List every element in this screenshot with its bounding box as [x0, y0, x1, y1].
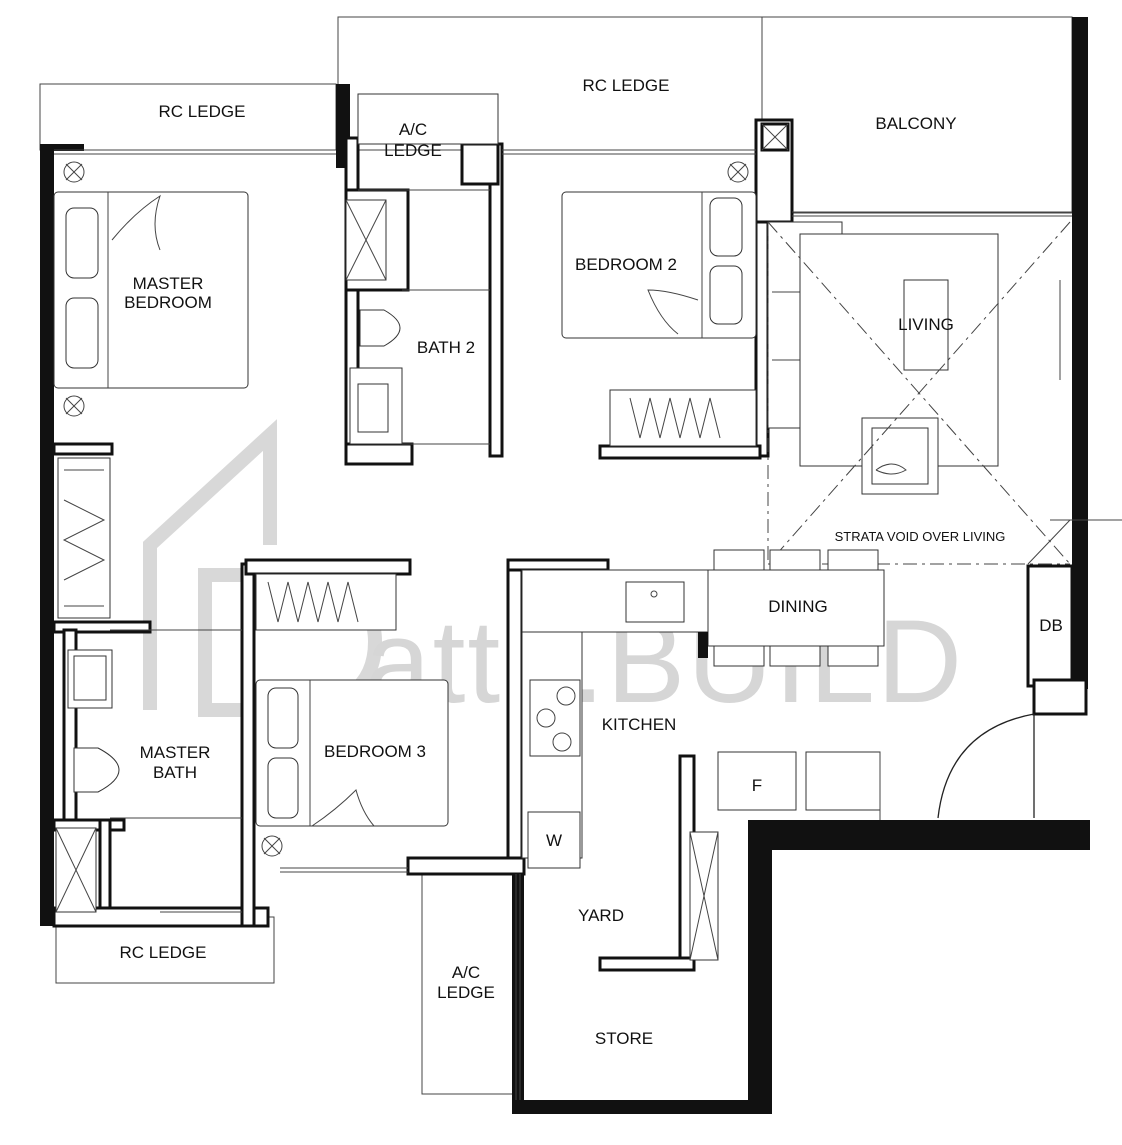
master-wardrobe	[57, 457, 111, 619]
label-fridge: F	[752, 776, 762, 795]
label-rc-ledge-left: RC LEDGE	[159, 102, 246, 121]
windows	[54, 93, 1072, 1100]
label-kitchen: KITCHEN	[602, 715, 677, 734]
label-yard: YARD	[578, 906, 624, 925]
label-master-bath-2: BATH	[153, 763, 197, 782]
bedroom2-furniture	[561, 122, 790, 447]
label-ac-ledge-bottom-1: A/C	[452, 963, 480, 982]
label-db: DB	[1039, 616, 1063, 635]
entrance-door	[937, 713, 1035, 819]
kitchen-counter	[521, 569, 881, 961]
label-bedroom3: BEDROOM 3	[324, 742, 426, 761]
bedroom3-furniture	[255, 573, 449, 857]
dining-table	[707, 549, 885, 667]
master-bed	[53, 161, 249, 417]
label-dining: DINING	[768, 597, 828, 616]
label-bath2: BATH 2	[417, 338, 475, 357]
room-labels: RC LEDGE RC LEDGE RC LEDGE A/C LEDGE A/C…	[120, 76, 1063, 1048]
label-ac-ledge-top-1: A/C	[399, 120, 427, 139]
label-strata-void: STRATA VOID OVER LIVING	[835, 529, 1006, 544]
label-washer: W	[546, 831, 562, 850]
label-master-bedroom-1: MASTER	[133, 274, 204, 293]
label-ac-ledge-bottom-2: LEDGE	[437, 983, 495, 1002]
living-furniture	[767, 221, 1122, 565]
label-living: LIVING	[898, 315, 954, 334]
label-bedroom2: BEDROOM 2	[575, 255, 677, 274]
label-rc-ledge-bottom: RC LEDGE	[120, 943, 207, 962]
master-bath-fixtures	[55, 629, 242, 913]
bath2-fixtures	[345, 199, 490, 445]
label-ac-ledge-top-2: LEDGE	[384, 141, 442, 160]
label-master-bedroom-2: BEDROOM	[124, 293, 212, 312]
ledges	[39, 16, 1073, 1095]
label-master-bath-1: MASTER	[140, 743, 211, 762]
label-store: STORE	[595, 1029, 653, 1048]
label-rc-ledge-top: RC LEDGE	[583, 76, 670, 95]
label-balcony: BALCONY	[875, 114, 956, 133]
